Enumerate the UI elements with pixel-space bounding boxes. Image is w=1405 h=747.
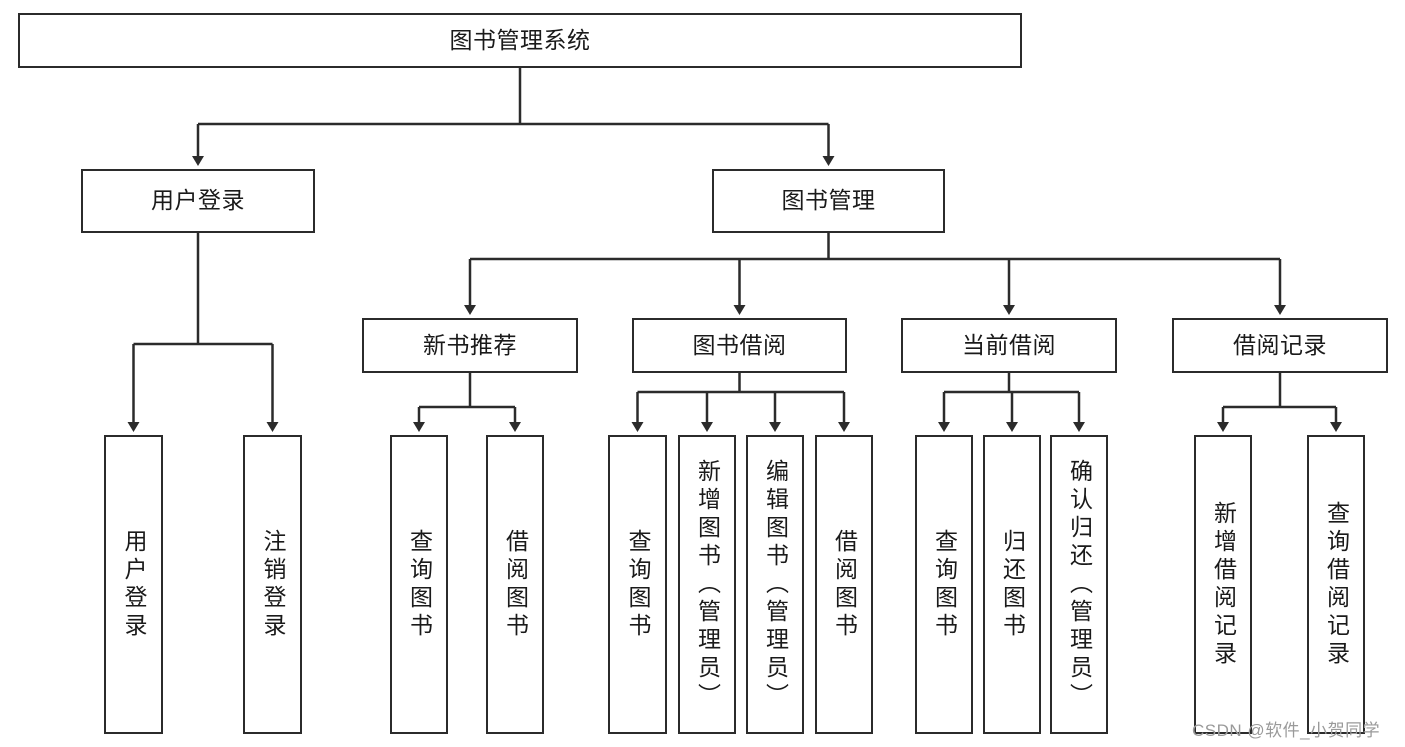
node-label: 借阅图书	[831, 528, 858, 641]
node-leaf-return-book[interactable]: 归还图书	[983, 435, 1041, 734]
node-leaf-query-book-a[interactable]: 查询图书	[390, 435, 448, 734]
node-label: 借阅记录	[1233, 331, 1327, 358]
node-label: 新增图书（管理员）	[694, 458, 721, 711]
node-label: 图书管理	[781, 187, 876, 214]
node-user-login[interactable]: 用户登录	[81, 169, 315, 233]
node-label: 确认归还（管理员）	[1066, 458, 1093, 711]
node-leaf-borrow-book-b[interactable]: 借阅图书	[815, 435, 873, 734]
node-label: 新书推荐	[423, 331, 517, 358]
node-label: 编辑图书（管理员）	[762, 458, 789, 711]
node-label: 查询图书	[406, 528, 433, 641]
node-label: 图书管理系统	[449, 26, 591, 53]
node-leaf-query-book-b[interactable]: 查询图书	[608, 435, 667, 734]
node-label: 新增借阅记录	[1210, 500, 1237, 669]
node-label: 图书借阅	[692, 331, 787, 358]
node-label: 借阅图书	[502, 528, 529, 641]
node-leaf-confirm-return[interactable]: 确认归还（管理员）	[1050, 435, 1108, 734]
node-leaf-logout[interactable]: 注销登录	[243, 435, 302, 734]
node-label: 查询图书	[931, 528, 958, 641]
node-leaf-add-book[interactable]: 新增图书（管理员）	[678, 435, 736, 734]
node-leaf-user-login[interactable]: 用户登录	[104, 435, 163, 734]
node-leaf-edit-book[interactable]: 编辑图书（管理员）	[746, 435, 804, 734]
node-label: 用户登录	[121, 528, 147, 641]
node-leaf-add-borrow-record[interactable]: 新增借阅记录	[1194, 435, 1252, 734]
watermark-text: CSDN @软件_小贺同学	[1192, 721, 1381, 740]
node-new-book-recommendation[interactable]: 新书推荐	[362, 318, 578, 373]
node-leaf-query-borrow-record[interactable]: 查询借阅记录	[1307, 435, 1365, 734]
node-leaf-borrow-book-a[interactable]: 借阅图书	[486, 435, 544, 734]
node-label: 查询图书	[625, 528, 651, 641]
node-leaf-query-book-c[interactable]: 查询图书	[915, 435, 973, 734]
node-label: 当前借阅	[962, 331, 1056, 358]
node-book-borrowing[interactable]: 图书借阅	[632, 318, 847, 373]
node-root-system[interactable]: 图书管理系统	[18, 13, 1022, 68]
node-label: 归还图书	[999, 528, 1026, 641]
node-current-borrowing[interactable]: 当前借阅	[901, 318, 1117, 373]
node-label: 注销登录	[260, 528, 286, 641]
node-label: 查询借阅记录	[1323, 500, 1350, 669]
node-label: 用户登录	[151, 187, 245, 214]
node-borrowing-records[interactable]: 借阅记录	[1172, 318, 1388, 373]
node-book-management[interactable]: 图书管理	[712, 169, 945, 233]
